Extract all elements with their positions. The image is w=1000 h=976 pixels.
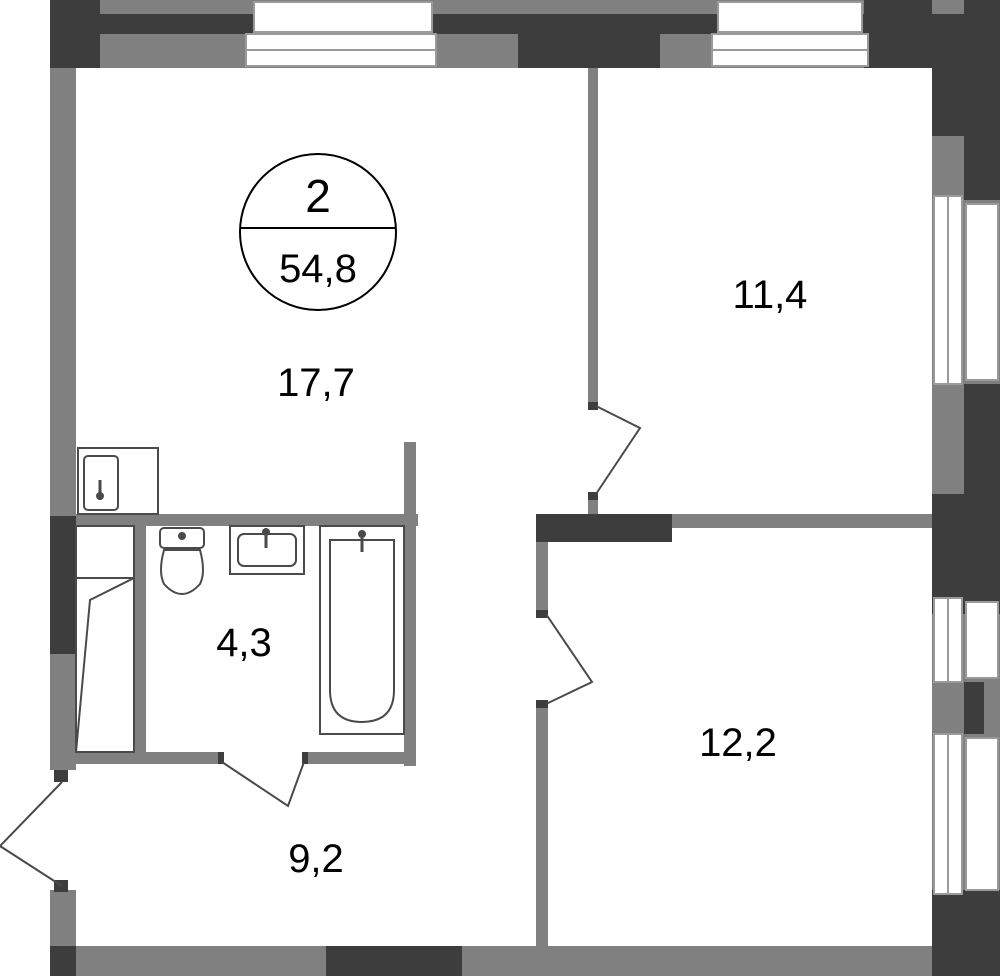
window-right-middle bbox=[933, 597, 999, 683]
right-wall-column-bottom bbox=[932, 890, 1000, 976]
partition-bedroom2-lower bbox=[536, 708, 548, 946]
total-area: 54,8 bbox=[279, 247, 357, 291]
right-wall-middle-face bbox=[932, 384, 964, 494]
fixtures bbox=[75, 447, 405, 753]
top-wall-pier bbox=[518, 34, 660, 68]
doors bbox=[0, 405, 642, 887]
toilet bbox=[159, 527, 205, 595]
right-wall-top-band bbox=[932, 14, 964, 136]
window-top-right bbox=[711, 1, 869, 67]
bottom-wall bbox=[50, 946, 934, 976]
partition-stub bbox=[588, 500, 598, 516]
entry-door-jamb-top bbox=[54, 770, 68, 782]
top-wall-corner-left bbox=[50, 0, 100, 68]
door-bathroom bbox=[221, 761, 305, 808]
left-wall-lower bbox=[50, 890, 76, 946]
partition-bedroom1-bedroom2 bbox=[672, 514, 932, 528]
bathtub bbox=[319, 525, 405, 735]
left-wall-middle bbox=[50, 654, 76, 770]
top-wall-corner-right bbox=[864, 0, 934, 68]
partition-living-bedroom1 bbox=[588, 68, 598, 402]
window-right-lower bbox=[933, 733, 999, 895]
bathroom-bottom-wall-left bbox=[76, 752, 218, 764]
room-area-bedroom-2: 12,2 bbox=[699, 721, 777, 765]
wardrobe bbox=[75, 525, 135, 753]
door-bedroom1 bbox=[595, 405, 642, 495]
wash-basin bbox=[229, 525, 305, 575]
bathroom-right-wall bbox=[404, 442, 416, 766]
bottom-wall-pier bbox=[326, 946, 462, 976]
door-entrance bbox=[0, 781, 63, 887]
bathroom-inner-wall bbox=[134, 526, 146, 760]
window-right-upper bbox=[933, 195, 999, 385]
bathroom-bottom-wall-right bbox=[308, 752, 416, 764]
apartment-badge: 2 54,8 bbox=[239, 153, 397, 311]
window-right-mullion bbox=[964, 682, 984, 734]
bathroom-top-wall bbox=[76, 514, 418, 526]
windows bbox=[245, 1, 999, 895]
room-count: 2 bbox=[305, 170, 331, 222]
door-jamb bbox=[536, 700, 548, 708]
window-top-left bbox=[245, 1, 437, 67]
outer-walls bbox=[50, 0, 1000, 976]
door-jamb bbox=[302, 752, 308, 764]
left-wall-column bbox=[50, 516, 76, 654]
right-wall-corner-top bbox=[964, 0, 1000, 200]
room-area-living: 17,7 bbox=[277, 361, 355, 405]
door-jamb bbox=[218, 752, 224, 764]
partition-column bbox=[536, 514, 672, 542]
room-labels: 17,7 11,4 12,2 4,3 9,2 bbox=[216, 273, 807, 881]
door-bedroom2 bbox=[545, 613, 594, 705]
door-jamb bbox=[588, 402, 598, 410]
room-area-hallway: 9,2 bbox=[288, 837, 344, 881]
interior-walls bbox=[76, 68, 932, 946]
partition-bedroom2-upper bbox=[536, 542, 548, 610]
door-jamb bbox=[536, 610, 548, 618]
room-area-bathroom: 4,3 bbox=[216, 621, 272, 665]
left-wall-upper bbox=[50, 68, 76, 516]
bottom-wall-corner-left bbox=[50, 946, 76, 976]
badge-circle bbox=[239, 153, 397, 311]
room-area-bedroom-1: 11,4 bbox=[733, 273, 808, 317]
door-jamb bbox=[588, 492, 598, 500]
kitchen-sink bbox=[77, 447, 159, 515]
